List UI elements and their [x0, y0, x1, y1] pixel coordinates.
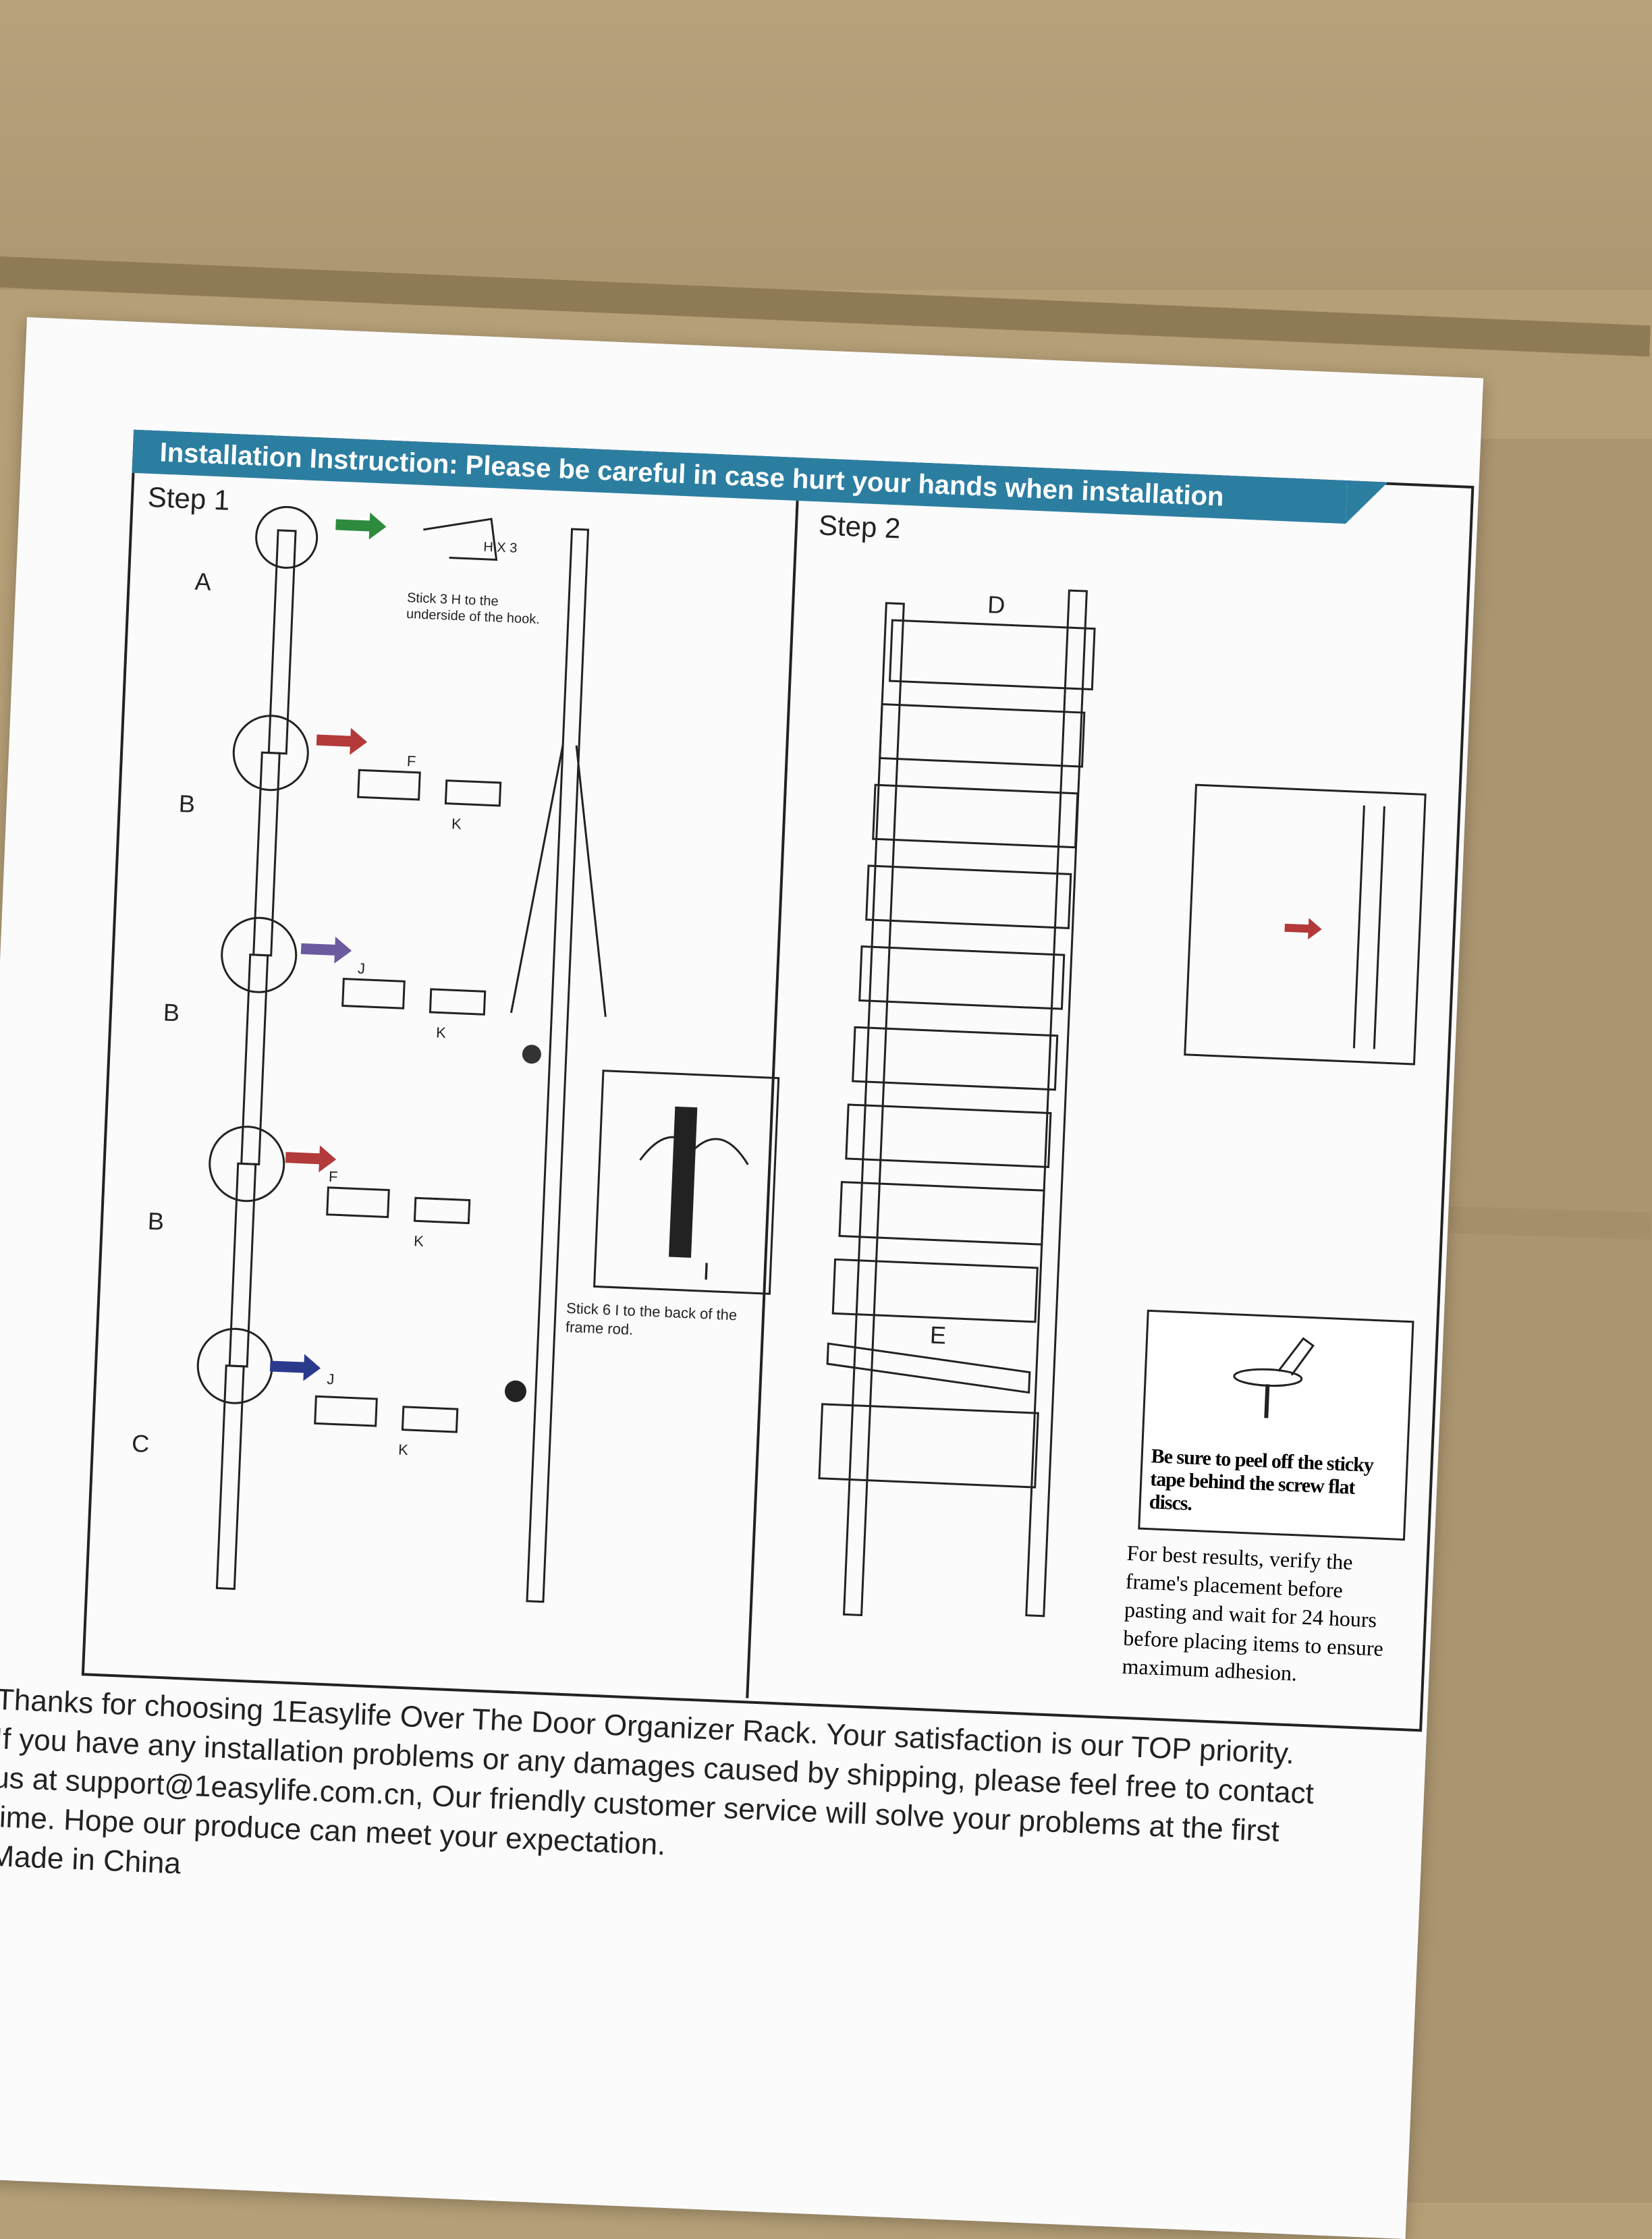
part-label-a: A [194, 567, 212, 596]
part-label-k4: K [397, 1441, 409, 1459]
peel-note: Be sure to peel off the sticky tape behi… [1149, 1445, 1374, 1515]
rod-segment-b3 [228, 1162, 257, 1368]
joint-circle-1 [255, 505, 319, 569]
part-label-c: C [131, 1429, 150, 1458]
rod-segment-c [215, 1364, 245, 1591]
basket-8 [838, 1181, 1045, 1246]
rack-left-rail [842, 602, 905, 1617]
hook-drawing [423, 518, 498, 561]
screw-disc-icon [1233, 1337, 1315, 1418]
joiner-group-4 [314, 1395, 459, 1433]
disc-detail-box [1138, 1309, 1414, 1541]
joint-circle-3 [221, 916, 298, 993]
adhesive-strip [669, 1106, 698, 1258]
part-label-j1: J [357, 960, 366, 977]
adhesive-detail-box [593, 1070, 780, 1295]
cardboard-box-top [0, 0, 1652, 290]
hook-detail-arrow [1284, 918, 1322, 940]
rod-marker-1 [522, 1045, 541, 1064]
hook-count-label: H X 3 [483, 539, 518, 556]
part-label-k1: K [451, 815, 462, 833]
joiner-group-3 [326, 1186, 471, 1225]
joiner-group-2 [341, 977, 487, 1016]
basket-7 [845, 1103, 1052, 1169]
red-arrow-1 [316, 727, 368, 755]
part-label-k2: K [435, 1024, 447, 1041]
rod-segment-b2 [240, 953, 269, 1166]
joiner-group-1 [357, 769, 502, 807]
rod-marker-2 [504, 1380, 526, 1402]
joint-circle-2 [232, 715, 309, 792]
basket-9 [831, 1258, 1039, 1323]
navy-arrow [269, 1354, 321, 1381]
basket-6 [852, 1026, 1059, 1091]
part-label-j2: J [326, 1371, 335, 1388]
instruction-sheet: Installation Instruction: Please be care… [0, 317, 1484, 2239]
part-label-f2: F [328, 1167, 339, 1186]
red-arrow-2 [285, 1145, 337, 1173]
basket-10 [818, 1403, 1039, 1489]
assembly-diagram [196, 505, 1427, 1618]
part-label-d: D [987, 590, 1006, 619]
hook-detail-box [1184, 783, 1427, 1066]
basket-5 [858, 945, 1066, 1010]
basket-3 [872, 783, 1079, 849]
basket-1 [888, 619, 1096, 691]
brace-e [826, 1342, 1031, 1394]
part-label-e: E [929, 1321, 947, 1350]
joint-circle-4 [209, 1126, 285, 1203]
part-label-i: I [702, 1257, 711, 1286]
part-label-b3: B [147, 1207, 165, 1236]
green-arrow [335, 512, 387, 540]
rod-segment-b1 [252, 751, 281, 957]
rack-right-rail [1025, 589, 1088, 1618]
basket-4 [865, 864, 1072, 929]
assembled-rod [526, 528, 590, 1603]
part-label-b1: B [178, 790, 196, 819]
best-results-note: For best results, verify the frame's pla… [1121, 1540, 1384, 1686]
purple-arrow [300, 936, 352, 964]
part-label-b2: B [163, 998, 180, 1027]
hook-note: Stick 3 H to the underside of the hook. [406, 590, 541, 628]
part-label-k3: K [413, 1232, 424, 1250]
part-label-f1: F [406, 752, 416, 770]
arrows [269, 512, 1322, 1402]
basket-2 [879, 703, 1086, 768]
